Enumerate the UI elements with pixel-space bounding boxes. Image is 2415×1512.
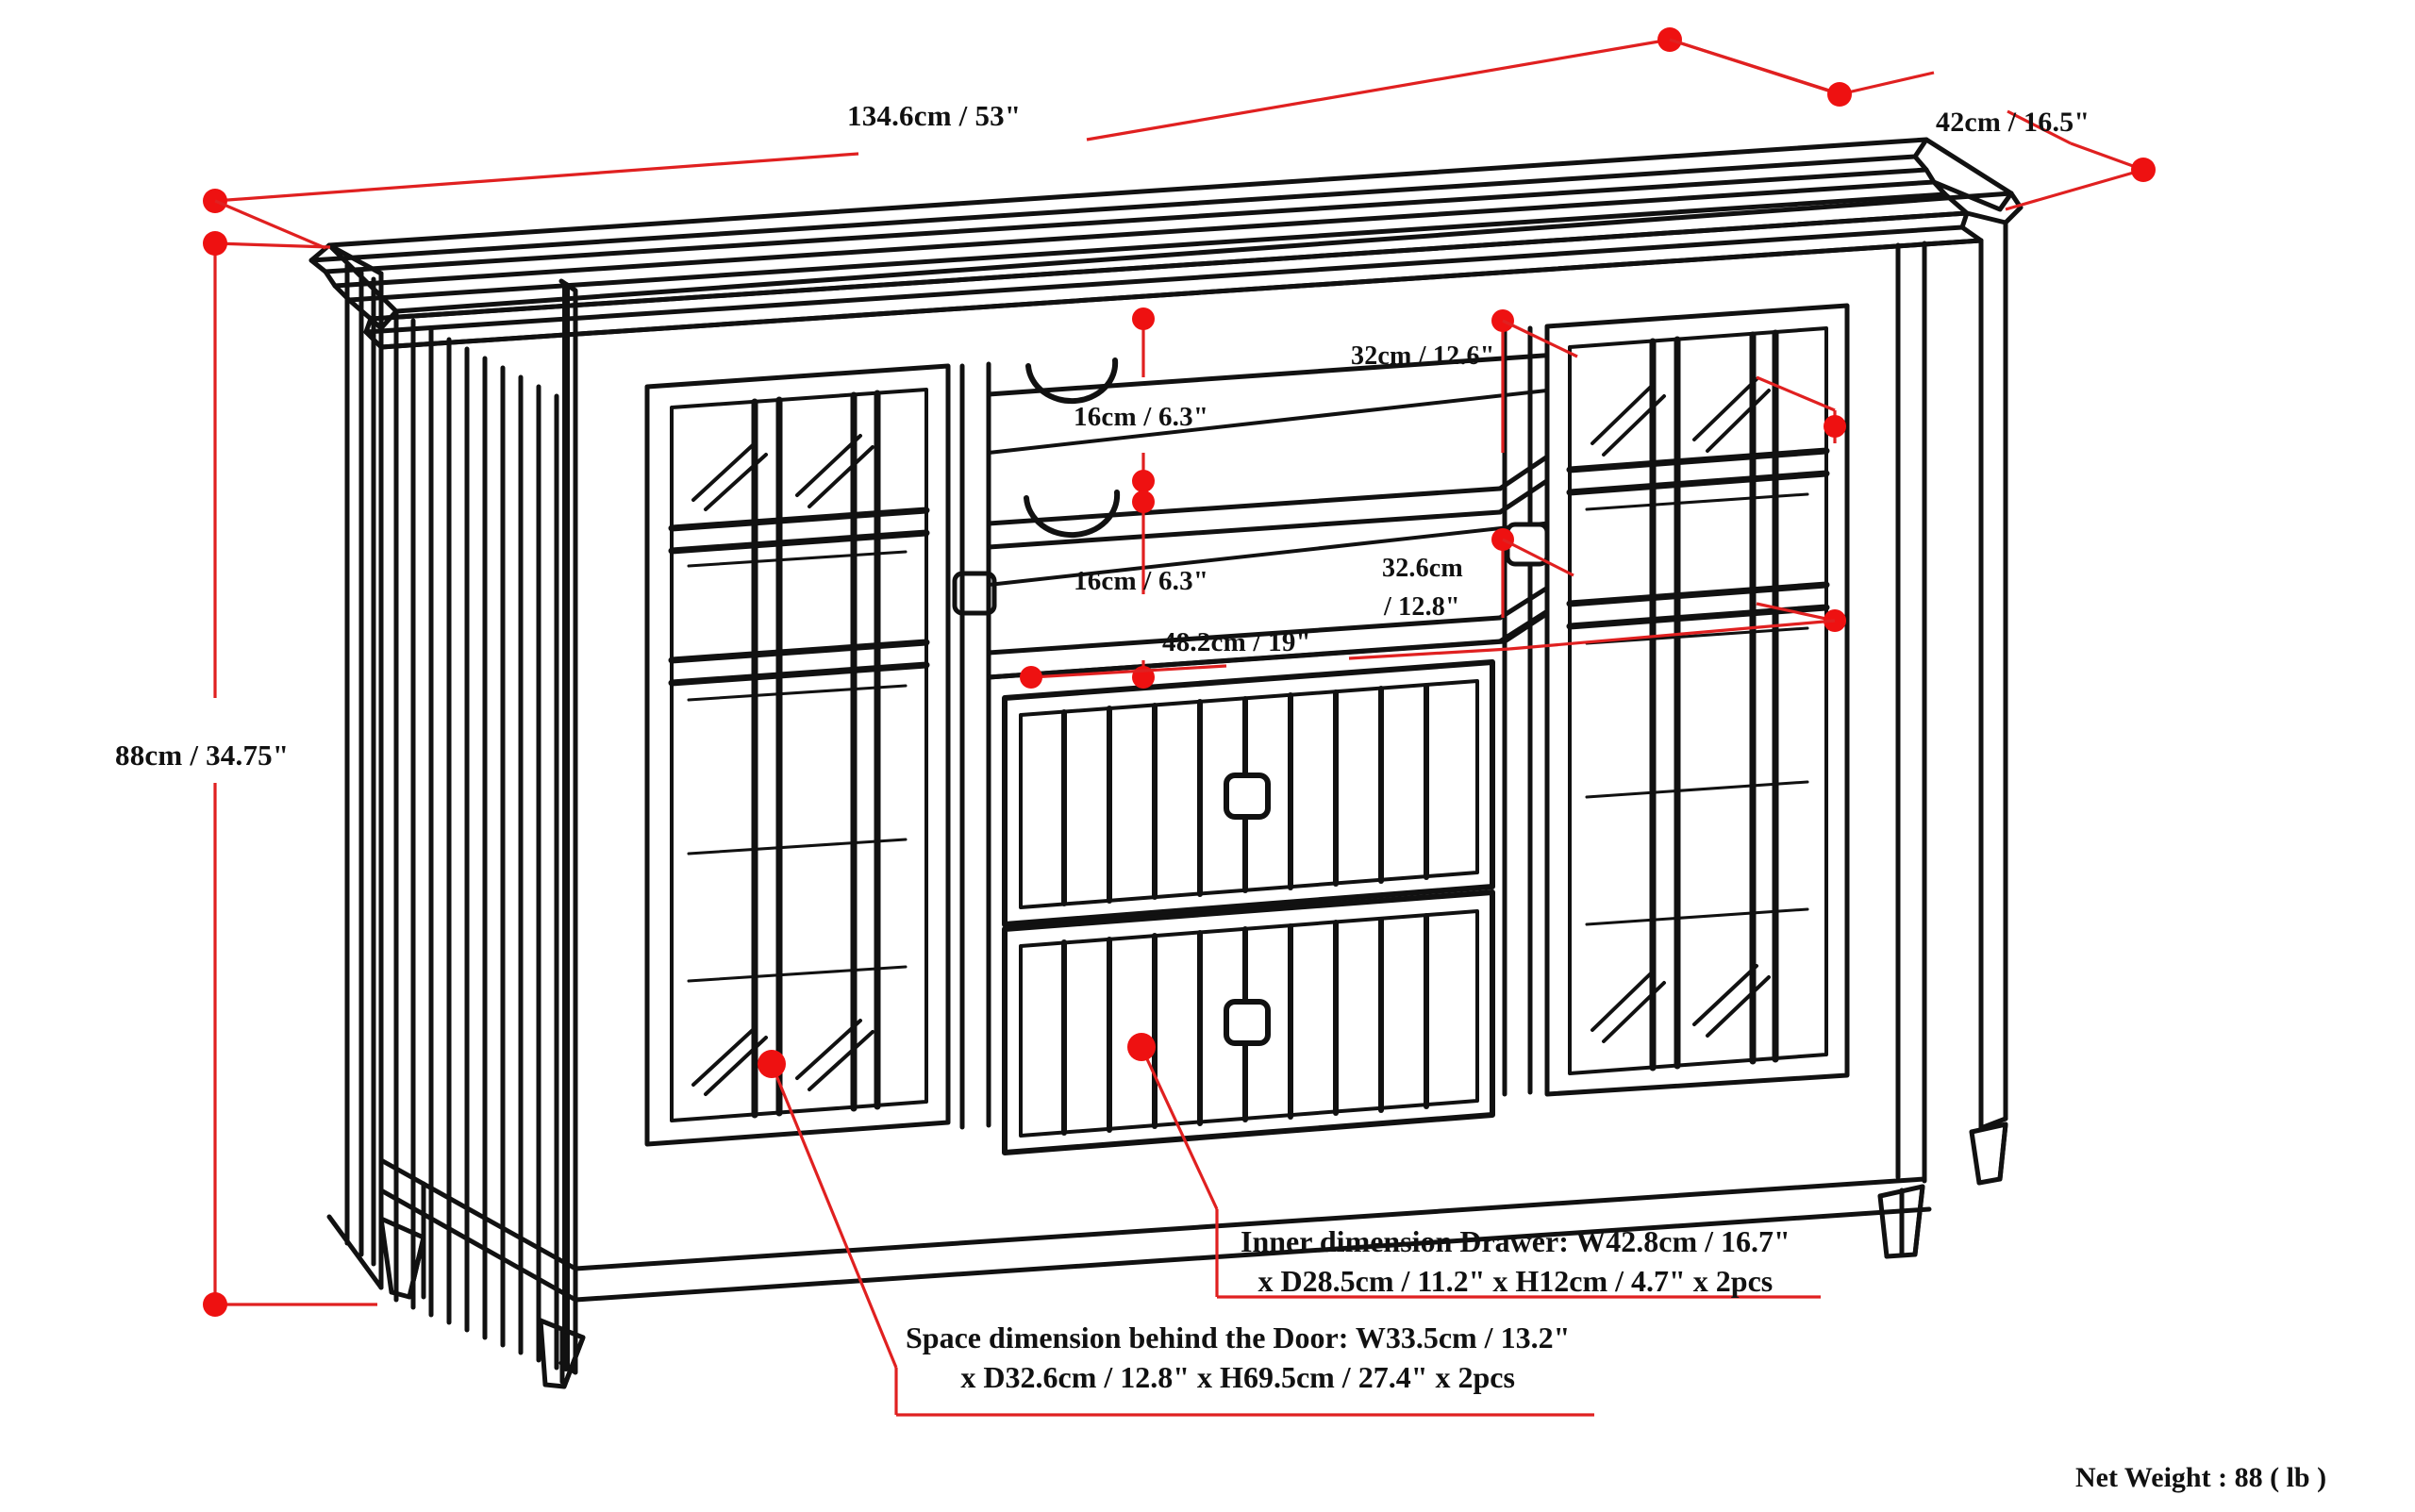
drawer-dimension-callout: Inner dimension Drawer: W42.8cm / 16.7" … — [1241, 1222, 1790, 1301]
dim-shelf-heights — [1132, 307, 1155, 689]
net-weight-label: Net Weight : 88 ( lb ) — [2075, 1462, 2327, 1493]
dim-label-lower-shelf-height: 16cm / 6.3" — [1074, 566, 1209, 596]
door-callout-leader — [758, 1050, 1594, 1417]
dimension-annotations — [203, 27, 2156, 1417]
dim-label-overall-depth: 42cm / 16.5" — [1936, 107, 2090, 138]
dim-upper-shelf-depth — [1491, 309, 1846, 453]
cabinet-drawing — [308, 137, 2024, 1389]
dim-label-lower-shelf-depth-line2: / 12.8" — [1384, 592, 1460, 622]
dim-label-overall-width: 134.6cm / 53" — [847, 99, 1022, 132]
cabinet-front-frame — [378, 233, 2008, 1303]
dim-label-upper-shelf-depth: 32cm / 12.6" — [1351, 341, 1495, 371]
dim-label-upper-shelf-height: 16cm / 6.3" — [1074, 402, 1209, 432]
drawer-callout-line2: x D28.5cm / 11.2" x H12cm / 4.7" x 2pcs — [1257, 1263, 1774, 1298]
cabinet-legs — [378, 1122, 2008, 1389]
dim-overall-depth — [1669, 38, 2156, 211]
dim-label-shelf-width: 48.2cm / 19" — [1162, 627, 1311, 657]
dim-label-overall-height: 88cm / 34.75" — [115, 739, 290, 772]
door-dimension-callout: Space dimension behind the Door: W33.5cm… — [906, 1319, 1570, 1397]
left-glass-door — [644, 363, 997, 1147]
drawer-callout-line1: Inner dimension Drawer: W42.8cm / 16.7" — [1241, 1224, 1790, 1258]
dim-overall-width — [203, 27, 1842, 250]
dim-label-lower-shelf-depth-line1: 32.6cm — [1382, 554, 1463, 583]
dim-lower-shelf-depth — [1020, 528, 1846, 689]
right-glass-door — [1505, 303, 1850, 1097]
cabinet-left-side-panel — [326, 242, 578, 1375]
dim-overall-height — [203, 231, 377, 1317]
door-callout-line2: x D32.6cm / 12.8" x H69.5cm / 27.4" x 2p… — [960, 1359, 1515, 1394]
door-callout-line1: Space dimension behind the Door: W33.5cm… — [906, 1321, 1571, 1354]
drawer-stack — [1002, 659, 1495, 1155]
drawer-callout-leader — [1127, 1033, 1821, 1299]
